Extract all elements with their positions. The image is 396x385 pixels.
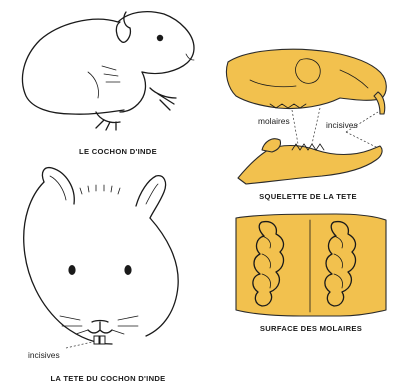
left-eye-icon bbox=[68, 265, 75, 275]
molar-surface-caption: SURFACE DES MOLAIRES bbox=[260, 324, 362, 333]
skull-skeleton-drawing bbox=[226, 49, 386, 184]
skull-incisors-label: incisives bbox=[326, 120, 358, 130]
head-incisors-label: incisives bbox=[28, 350, 60, 360]
skull-caption: SQUELETTE DE LA TETE bbox=[259, 192, 357, 201]
molar-surface-drawing bbox=[236, 214, 386, 316]
head-caption: LA TETE DU COCHON D'INDE bbox=[50, 374, 165, 383]
guinea-pig-eye-icon bbox=[157, 35, 163, 41]
guinea-pig-head-drawing bbox=[24, 168, 178, 348]
guinea-pig-body-drawing bbox=[22, 12, 194, 130]
guinea-pig-caption: LE COCHON D'INDE bbox=[79, 147, 157, 156]
right-eye-icon bbox=[124, 265, 131, 275]
molars-label: molaires bbox=[258, 116, 290, 126]
